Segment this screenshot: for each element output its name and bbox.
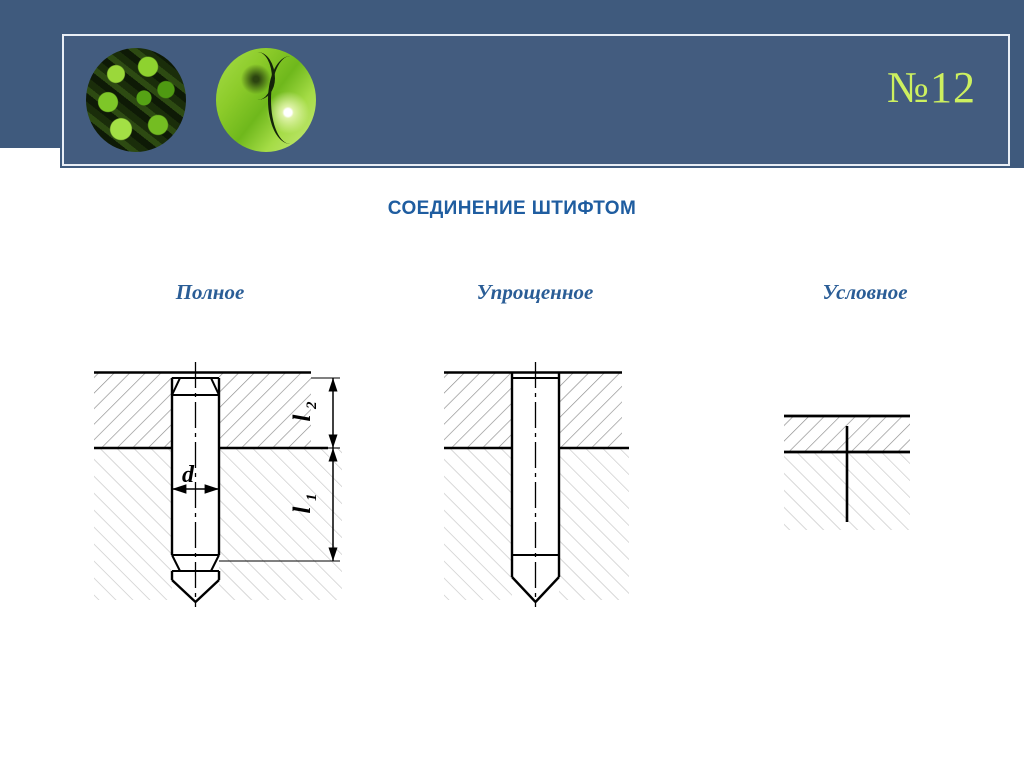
svg-text:1: 1 <box>304 494 320 502</box>
green-textured-sphere-image <box>86 48 186 152</box>
page-title: СОЕДИНЕНИЕ ШТИФТОМ <box>387 198 637 219</box>
svg-text:d: d <box>182 462 195 488</box>
svg-text:l: l <box>289 414 316 421</box>
slide-number: №12 <box>887 63 976 112</box>
drawing-full-representation: d l 2 l 1 <box>88 352 358 620</box>
column-label-conventional: Условное <box>822 280 908 304</box>
drawing-simplified-representation <box>438 352 638 620</box>
svg-text:2: 2 <box>304 401 320 410</box>
green-glossy-sphere-image <box>216 48 316 152</box>
svg-text:l: l <box>289 506 316 513</box>
column-label-simplified: Упрощенное <box>476 280 594 304</box>
drawing-conventional-representation <box>778 400 938 550</box>
logo-group <box>86 48 336 154</box>
column-label-full: Полное <box>175 280 245 304</box>
